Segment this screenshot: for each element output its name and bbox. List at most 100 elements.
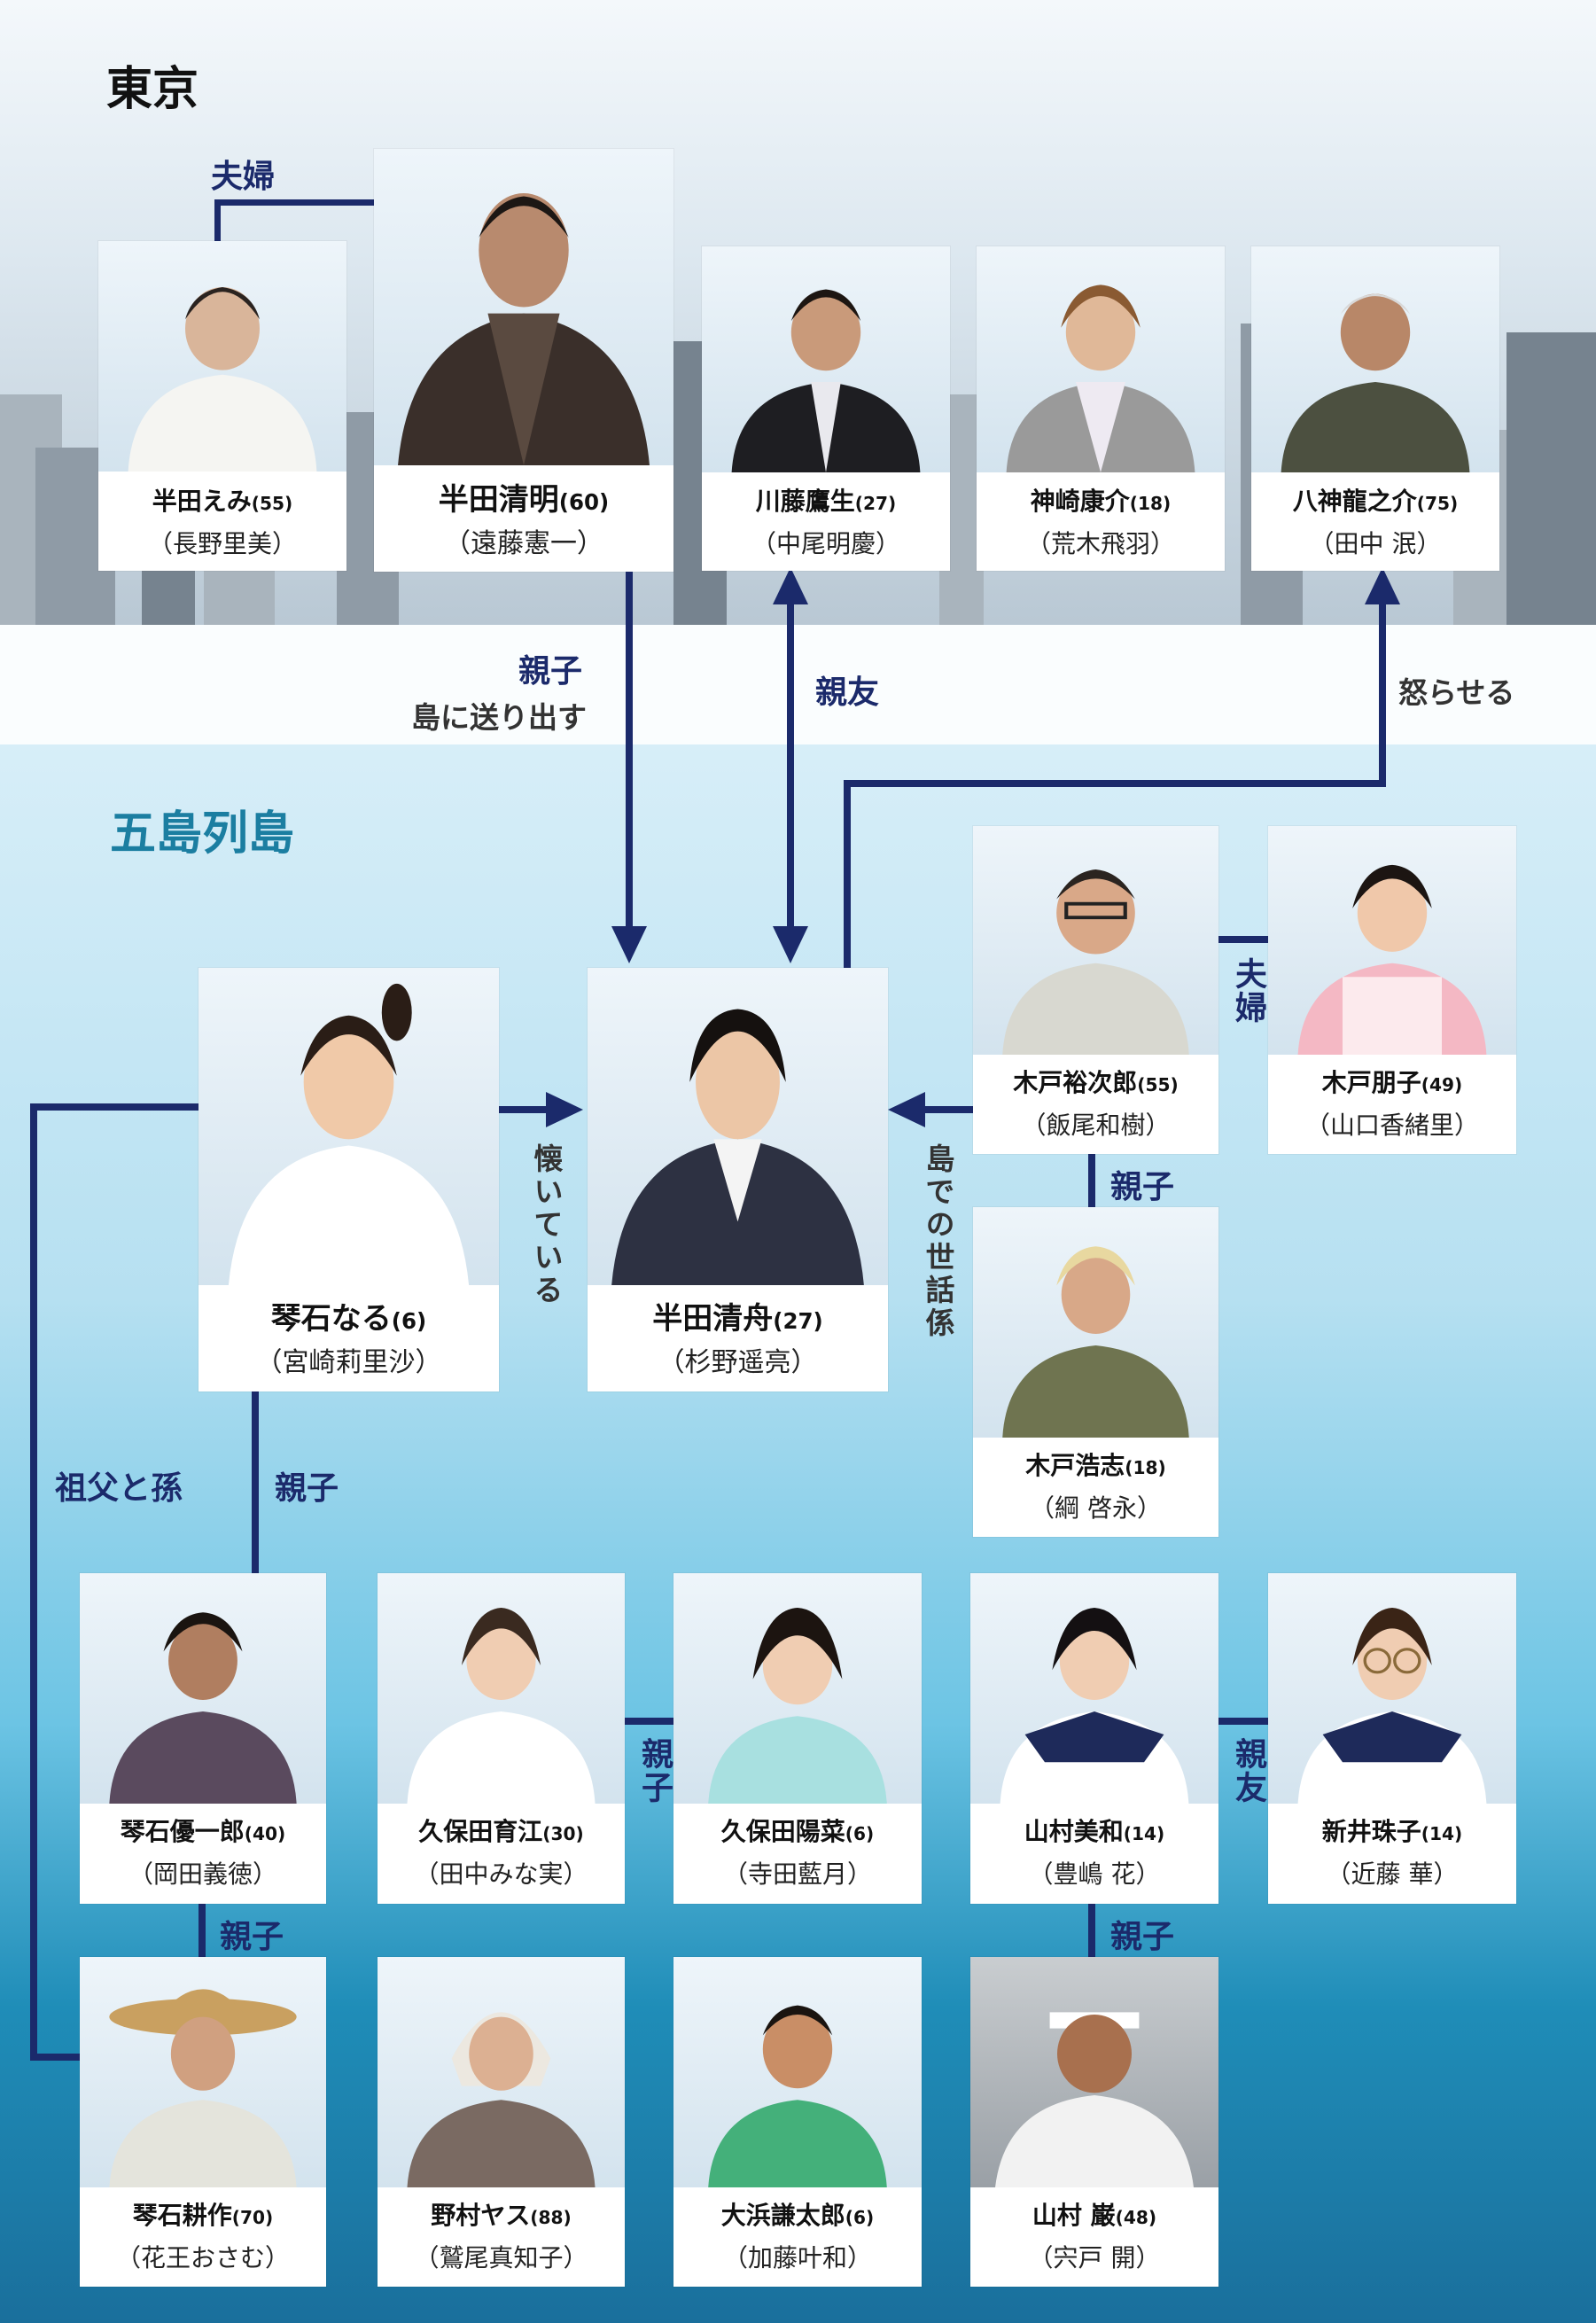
label-shinyu-girls: 親友: [1230, 1737, 1266, 1805]
label-fuufu-top: 夫婦: [211, 159, 276, 195]
actor-name: （飯尾和樹）: [1021, 1111, 1171, 1140]
label-oyako-naru: 親子: [275, 1470, 339, 1507]
connector-sewagakari: [922, 1106, 973, 1113]
portrait-image: [80, 1573, 326, 1804]
card-nomura-yasu[interactable]: 野村ヤス(88) （鷲尾真知子）: [378, 1957, 625, 2287]
connector-fuufu-top: [214, 199, 374, 206]
label-shinyu: 親友: [815, 674, 880, 711]
label-sofu-mago: 祖父と孫: [55, 1470, 183, 1507]
character-name: 久保田育江(30): [418, 1817, 584, 1846]
card-kanzaki-kosuke[interactable]: 神崎康介(18) （荒木飛羽）: [977, 246, 1225, 571]
actor-name: （豊嶋 花）: [1028, 1859, 1161, 1889]
character-name: 木戸裕次郎(55): [1013, 1068, 1179, 1097]
portrait-image: [98, 241, 346, 472]
portrait-image: [588, 968, 888, 1285]
actor-name: （岡田義徳）: [128, 1859, 277, 1889]
arrow-down-seishu-2: [773, 926, 808, 963]
character-name: 琴石なる(6): [270, 1301, 427, 1337]
connector-sofu-h2: [30, 2054, 82, 2061]
card-yagami-ryunosuke[interactable]: 八神龍之介(75) （田中 泯）: [1251, 246, 1499, 571]
character-name: 木戸朋子(49): [1321, 1068, 1463, 1097]
actor-name: （長野里美）: [147, 529, 297, 558]
actor-name: （近藤 華）: [1326, 1859, 1459, 1889]
character-name: 山村美和(14): [1024, 1817, 1165, 1846]
character-name: 川藤鷹生(27): [755, 487, 897, 516]
card-kubota-hina[interactable]: 久保田陽菜(6) （寺田藍月）: [673, 1573, 922, 1904]
character-name: 大浜謙太郎(6): [720, 2201, 875, 2230]
character-name: 半田えみ(55): [152, 487, 293, 516]
arrow-right-seishu: [546, 1092, 583, 1127]
portrait-image: [977, 246, 1225, 472]
portrait-image: [673, 1957, 922, 2187]
connector-oyako-kubota: [625, 1718, 673, 1725]
actor-name: （田中 泯）: [1309, 529, 1442, 558]
label-oyako-kido: 親子: [1110, 1169, 1175, 1205]
connector-sofu-h1: [30, 1103, 199, 1111]
connector-oyako-naru: [252, 1391, 259, 1573]
connector-okoraseru-h: [844, 780, 1386, 787]
arrow-up-yagami: [1365, 567, 1400, 604]
label-send-to-island: 島に送り出す: [411, 700, 587, 735]
portrait-image: [973, 826, 1218, 1055]
arrow-down-seishu-1: [611, 926, 647, 963]
connector-okoraseru-v2: [1379, 603, 1386, 787]
tokyo-island-divider-band: [0, 625, 1596, 744]
character-name: 新井珠子(14): [1321, 1817, 1463, 1846]
card-handa-emi[interactable]: 半田えみ(55) （長野里美）: [98, 241, 346, 571]
actor-name: （花王おさむ）: [115, 2243, 290, 2272]
actor-name: （遠藤憲一）: [444, 528, 603, 559]
label-oyako-send: 親子: [518, 653, 583, 690]
connector-natsuiteiru: [499, 1106, 548, 1113]
card-kotoishi-kosaku[interactable]: 琴石耕作(70) （花王おさむ）: [80, 1957, 326, 2287]
actor-name: （杉野遥亮）: [658, 1347, 818, 1378]
character-name: 半田清明(60): [438, 482, 610, 518]
card-kubota-ikue[interactable]: 久保田育江(30) （田中みな実）: [378, 1573, 625, 1904]
card-yamamura-iwao[interactable]: 山村 巌(48) （宍戸 開）: [970, 1957, 1218, 2287]
portrait-image: [1268, 826, 1516, 1055]
actor-name: （宍戸 開）: [1028, 2243, 1161, 2272]
label-sewagakari: 島での世話係: [921, 1143, 955, 1340]
portrait-image: [199, 968, 499, 1285]
actor-name: （山口香緒里）: [1304, 1111, 1479, 1140]
card-kawafuji-takao[interactable]: 川藤鷹生(27) （中尾明慶）: [702, 246, 950, 571]
character-name: 琴石優一郎(40): [120, 1817, 286, 1846]
portrait-image: [702, 246, 950, 472]
character-name: 琴石耕作(70): [132, 2201, 274, 2230]
portrait-image: [378, 1957, 625, 2187]
connector-oyako-seimei: [626, 572, 633, 926]
card-handa-seishu[interactable]: 半田清舟(27) （杉野遥亮）: [588, 968, 888, 1391]
label-okoraseru: 怒らせる: [1398, 675, 1515, 710]
character-name: 神崎康介(18): [1030, 487, 1172, 516]
label-natsuiteiru: 懐いている: [529, 1143, 564, 1307]
card-arai-tamako[interactable]: 新井珠子(14) （近藤 華）: [1268, 1573, 1516, 1904]
card-kido-hiroshi[interactable]: 木戸浩志(18) （綱 啓永）: [973, 1207, 1218, 1537]
card-kotoishi-yuichiro[interactable]: 琴石優一郎(40) （岡田義徳）: [80, 1573, 326, 1904]
arrow-left-seishu: [888, 1092, 925, 1127]
region-title-goto: 五島列島: [110, 807, 295, 861]
portrait-image: [673, 1573, 922, 1804]
card-yamamura-miwa[interactable]: 山村美和(14) （豊嶋 花）: [970, 1573, 1218, 1904]
portrait-image: [973, 1207, 1218, 1438]
actor-name: （田中みな実）: [414, 1859, 588, 1889]
character-name: 山村 巌(48): [1032, 2201, 1157, 2230]
character-name: 久保田陽菜(6): [720, 1817, 875, 1846]
portrait-image: [378, 1573, 625, 1804]
label-oyako-yamamura: 親子: [1110, 1919, 1175, 1955]
card-kido-yujiro[interactable]: 木戸裕次郎(55) （飯尾和樹）: [973, 826, 1218, 1154]
character-name: 半田清舟(27): [652, 1301, 823, 1337]
actor-name: （荒木飛羽）: [1025, 529, 1175, 558]
character-name: 木戸浩志(18): [1025, 1451, 1166, 1480]
card-kido-tomoko[interactable]: 木戸朋子(49) （山口香緒里）: [1268, 826, 1516, 1154]
portrait-image: [970, 1957, 1218, 2187]
connector-oyako-kido: [1088, 1154, 1095, 1207]
actor-name: （宮崎莉里沙）: [255, 1347, 442, 1378]
actor-name: （寺田藍月）: [722, 1859, 872, 1889]
actor-name: （鷲尾真知子）: [414, 2243, 588, 2272]
connector-okoraseru-v1: [844, 780, 851, 968]
actor-name: （綱 啓永）: [1030, 1493, 1162, 1523]
actor-name: （中尾明慶）: [751, 529, 900, 558]
card-handa-seimei[interactable]: 半田清明(60) （遠藤憲一）: [374, 149, 673, 572]
card-ohama-kentaro[interactable]: 大浜謙太郎(6) （加藤叶和）: [673, 1957, 922, 2287]
card-kotoishi-naru[interactable]: 琴石なる(6) （宮崎莉里沙）: [199, 968, 499, 1391]
connector-fuufu-top-drop: [214, 199, 221, 244]
